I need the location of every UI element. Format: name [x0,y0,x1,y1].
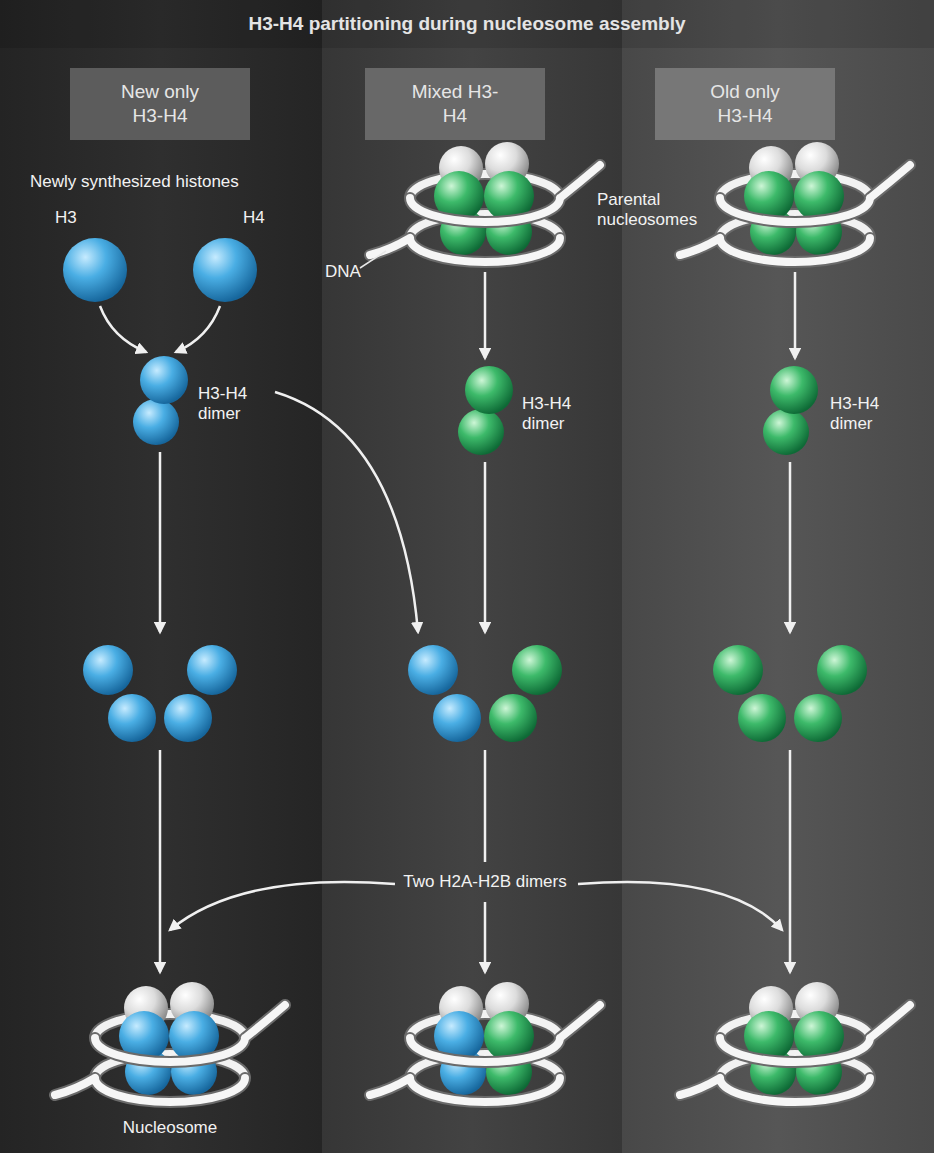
nucleosome-figure [370,982,600,1102]
column-ground [622,0,934,1153]
histone-sphere [193,238,257,302]
figure-label: Two H2A-H2B dimers [385,872,585,892]
dimer-label: H3-H4 dimer [198,384,262,425]
dimer-label: H3-H4 dimer [830,394,894,435]
figure-label: Parental nucleosomes [597,190,715,231]
nucleosome-figure [680,982,910,1102]
histone-sphere [63,238,127,302]
nucleosome-figure [370,142,600,262]
dimer-figure [133,356,188,445]
histone-label: H3 [55,208,77,228]
dimer-label: H3-H4 dimer [522,394,586,435]
diagram-title: H3-H4 partitioning during nucleosome ass… [0,13,934,36]
header-text: Mixed H3-H4 [405,80,505,128]
title-band [0,0,934,48]
tetramer-figure [83,645,237,742]
flow-arrows [100,272,795,972]
header-text: New only H3-H4 [110,80,210,128]
figure-label: DNA [325,262,361,282]
flow-line [484,750,487,862]
column-ground [322,0,622,1153]
figure-label: Nucleosome [90,1118,250,1138]
nucleosome-figure [680,142,910,262]
caption-text: Newly synthesized histones [30,172,239,192]
dimer-figure [458,366,513,455]
tetramer-figure [408,645,562,742]
header-box: Mixed H3-H4 [365,68,545,140]
leader-line [360,251,386,268]
header-box: Old only H3-H4 [655,68,835,140]
nucleosome-figure [55,982,285,1102]
dimer-figure [763,366,818,455]
header-box: New only H3-H4 [70,68,250,140]
tetramer-figure [713,645,867,742]
header-text: Old only H3-H4 [695,80,795,128]
histone-label: H4 [243,208,265,228]
column-ground [0,0,322,1153]
